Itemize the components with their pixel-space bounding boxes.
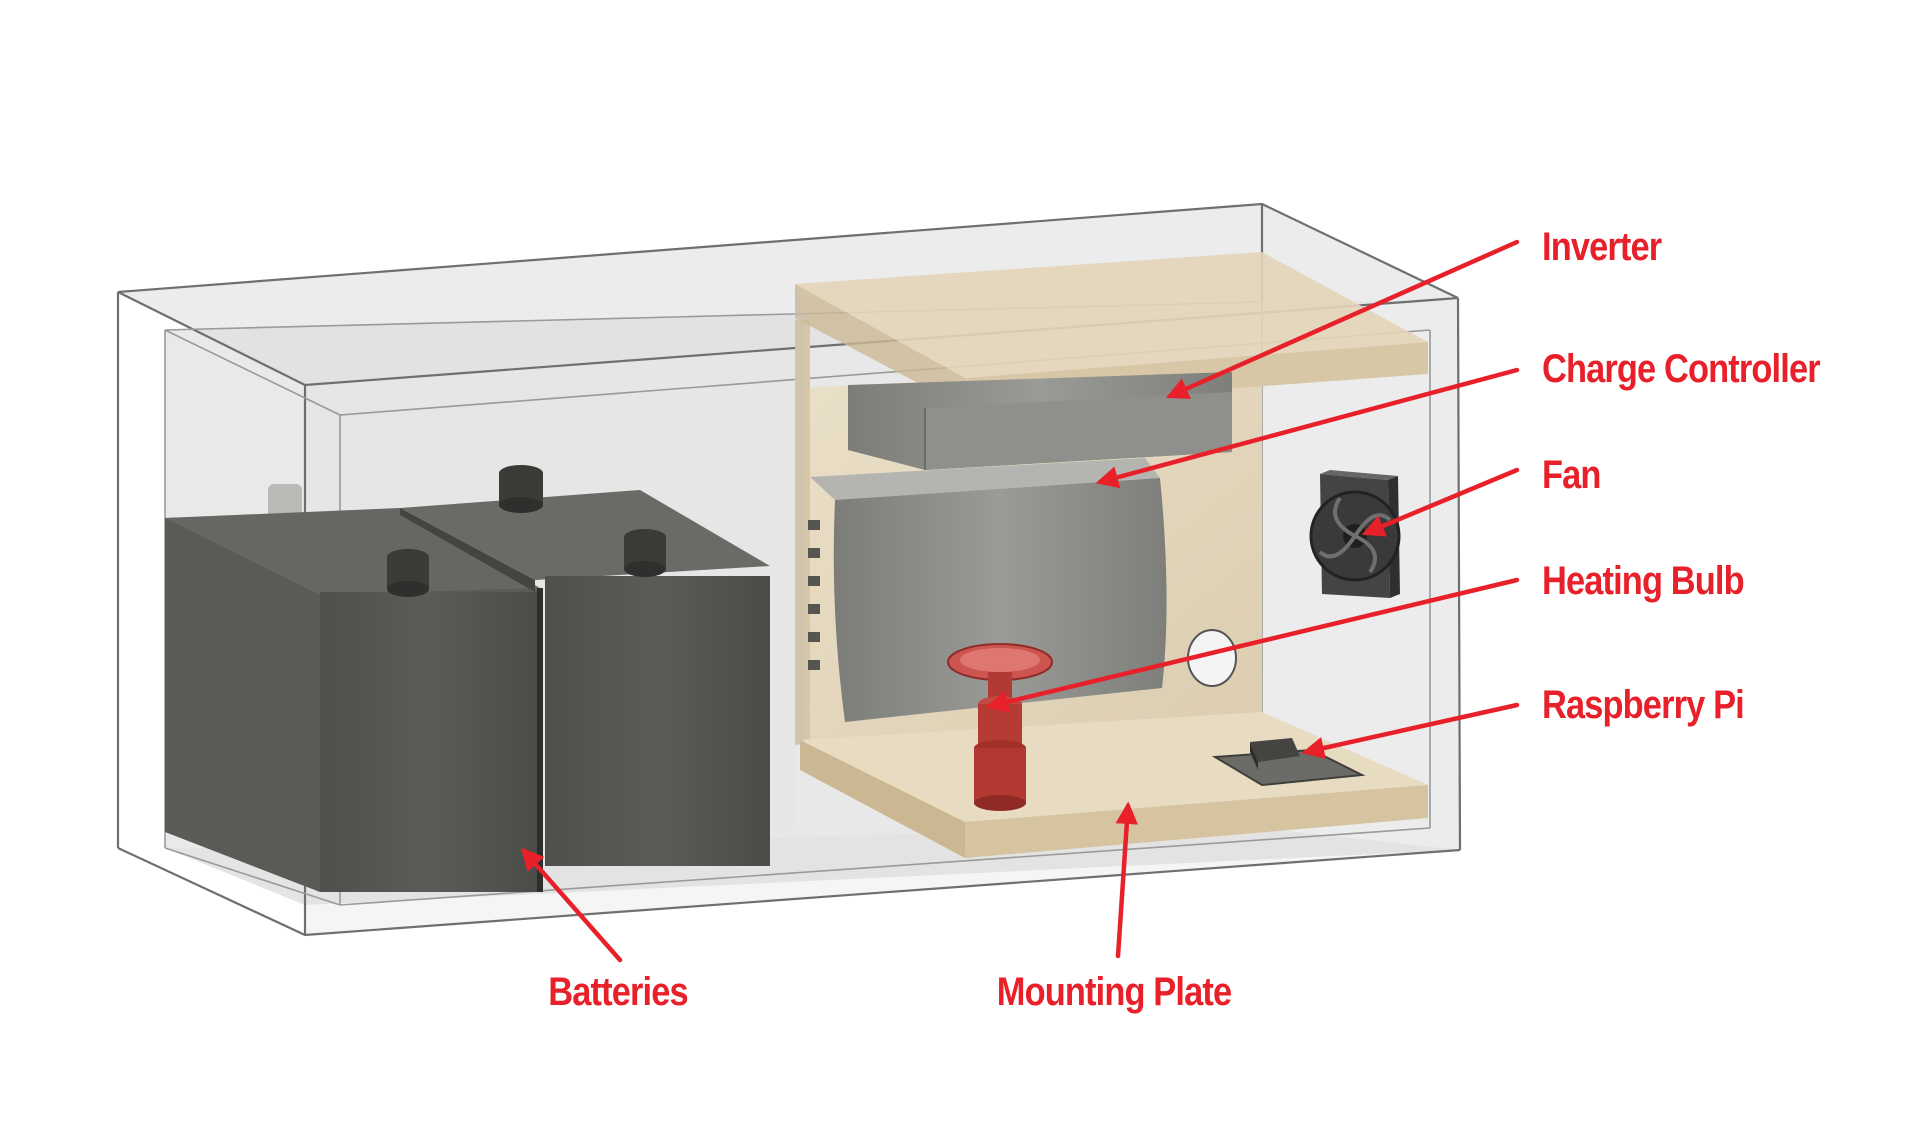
battery-terminals <box>387 465 666 597</box>
label-batteries: Batteries <box>548 969 688 1014</box>
top-shelf-top <box>795 252 1428 378</box>
mounting-plate-shelf-top <box>800 712 1428 822</box>
label-raspberry-pi: Raspberry Pi <box>1542 682 1744 727</box>
charge-controller-unit <box>808 458 1167 722</box>
label-mounting-plate: Mounting Plate <box>997 969 1232 1014</box>
arrow-batteries <box>521 847 623 963</box>
enclosure-inner-floor-edge <box>164 827 1431 906</box>
mounting-plate-shelf-front <box>965 785 1428 858</box>
label-fan: Fan <box>1542 452 1601 497</box>
charge-controller-body <box>833 478 1167 722</box>
mounting-plate-left-edge <box>795 320 810 745</box>
label-charge-controller: Charge Controller <box>1542 346 1820 391</box>
batteries <box>165 465 770 892</box>
arrow-heating-bulb <box>985 577 1520 713</box>
enclosure-edge-bottom <box>117 847 1461 937</box>
arrow-mounting-plate <box>1115 801 1139 959</box>
heating-bulb <box>947 643 1053 811</box>
inverter-unit <box>848 372 1232 470</box>
label-heating-bulb: Heating Bulb <box>1542 558 1744 603</box>
charge-controller-connectors <box>808 520 820 670</box>
mounting-plate-glass <box>795 284 805 745</box>
callout-arrows <box>521 239 1520 963</box>
battery-right-front <box>545 576 770 866</box>
callout-labels: Inverter Charge Controller Fan Heating B… <box>548 224 1821 1014</box>
fan-icon <box>1309 470 1401 598</box>
arrow-charge-controller <box>1095 367 1520 489</box>
battery-left-front <box>320 592 538 892</box>
enclosure-lid <box>118 204 1458 385</box>
top-shelf-left <box>795 284 965 408</box>
battery-left-top <box>165 508 540 595</box>
battery-right-side <box>400 508 535 592</box>
arrow-fan <box>1361 467 1520 537</box>
inverter-face <box>925 392 1232 470</box>
charge-controller-top <box>810 458 1160 500</box>
enclosure-edge-right-front <box>1456 297 1462 851</box>
mounting-plate-shelf-left <box>800 740 965 858</box>
battery-right-top <box>400 490 770 580</box>
label-inverter: Inverter <box>1542 224 1662 269</box>
arrow-raspberry-pi <box>1301 702 1520 760</box>
arrow-inverter <box>1165 239 1520 399</box>
